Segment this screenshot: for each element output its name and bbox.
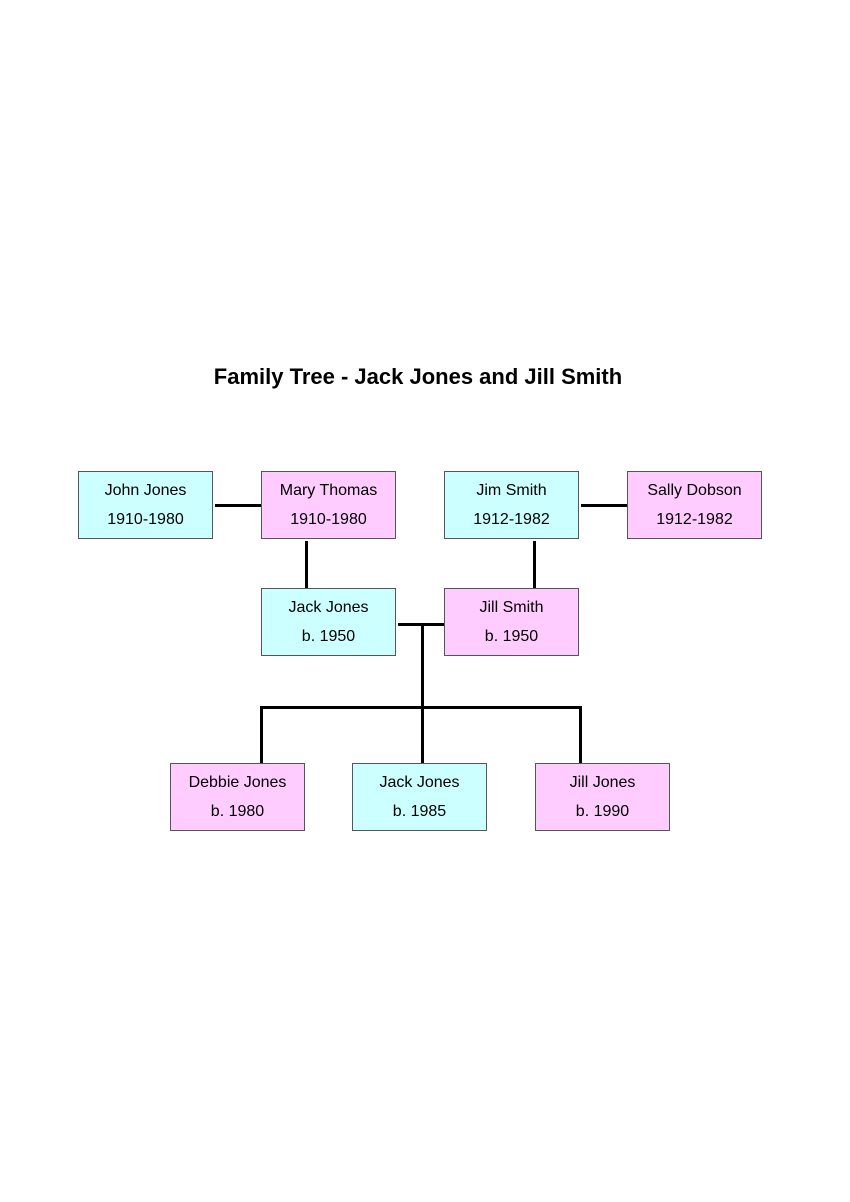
person-name: Jack Jones (288, 599, 369, 616)
person-name: Sally Dobson (647, 482, 742, 499)
person-mary-thomas: Mary Thomas 1910-1980 (261, 471, 396, 539)
person-dates: 1910-1980 (290, 511, 367, 528)
person-dates: b. 1950 (301, 628, 356, 645)
person-name: Jill Smith (479, 599, 544, 616)
person-jack-jones-jr: Jack Jones b. 1985 (352, 763, 487, 831)
marriage-line-jim-sally (581, 504, 627, 507)
person-dates: b. 1985 (392, 803, 447, 820)
person-jack-jones: Jack Jones b. 1950 (261, 588, 396, 656)
person-name: Mary Thomas (279, 482, 378, 499)
person-jill-jones: Jill Jones b. 1990 (535, 763, 670, 831)
children-bar (260, 706, 582, 709)
descent-line-children-trunk (421, 623, 424, 763)
person-dates: 1912-1982 (473, 511, 550, 528)
person-dates: b. 1980 (210, 803, 265, 820)
person-dates: b. 1990 (575, 803, 630, 820)
descent-line-jill-jones (579, 706, 582, 763)
descent-line-mary-jack (305, 541, 308, 588)
descent-line-debbie (260, 706, 263, 763)
person-sally-dobson: Sally Dobson 1912-1982 (627, 471, 762, 539)
person-name: Debbie Jones (188, 774, 287, 791)
person-name: Jill Jones (569, 774, 636, 791)
person-jim-smith: Jim Smith 1912-1982 (444, 471, 579, 539)
person-john-jones: John Jones 1910-1980 (78, 471, 213, 539)
person-debbie-jones: Debbie Jones b. 1980 (170, 763, 305, 831)
person-jill-smith: Jill Smith b. 1950 (444, 588, 579, 656)
person-name: Jim Smith (476, 482, 547, 499)
person-dates: 1912-1982 (656, 511, 733, 528)
person-dates: 1910-1980 (107, 511, 184, 528)
person-dates: b. 1950 (484, 628, 539, 645)
person-name: Jack Jones (379, 774, 460, 791)
person-name: John Jones (104, 482, 187, 499)
descent-line-jim-jill (533, 541, 536, 588)
marriage-line-john-mary (215, 504, 261, 507)
page-title: Family Tree - Jack Jones and Jill Smith (213, 364, 623, 389)
